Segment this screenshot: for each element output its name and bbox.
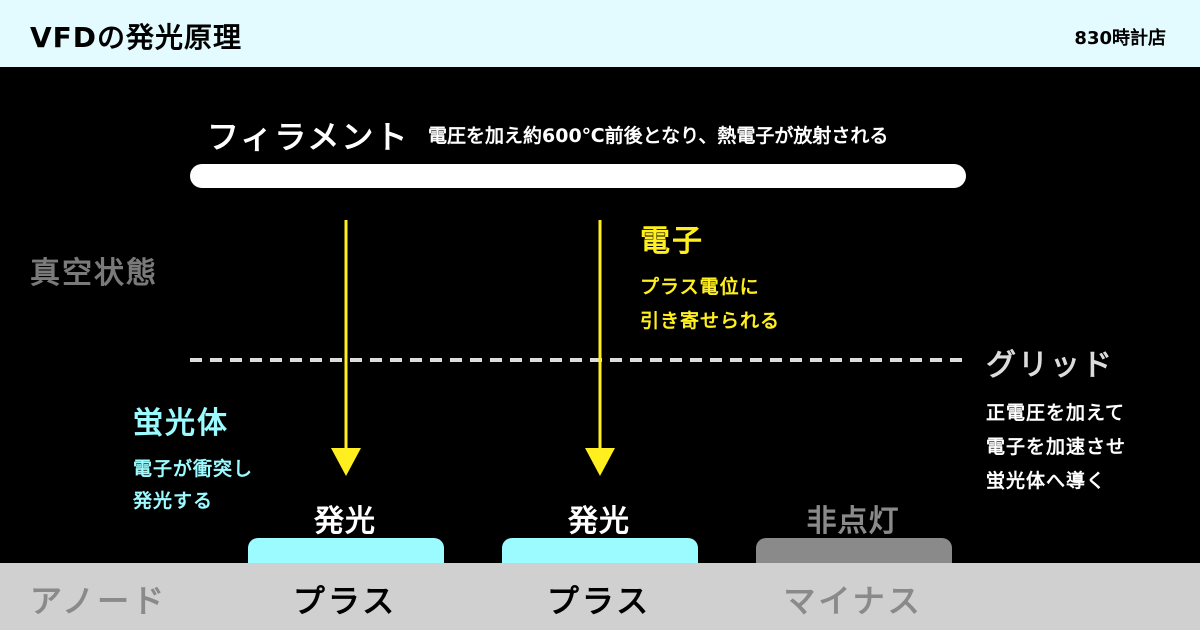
grid-desc-line-3: 蛍光体へ導く: [986, 470, 1107, 492]
header-bar: [0, 0, 1200, 67]
plate-1-polarity: プラス: [292, 582, 398, 620]
plate-2-polarity: プラス: [546, 582, 652, 620]
filament-label: フィラメント: [207, 118, 410, 156]
filament-bar: [190, 164, 966, 188]
anode-label: アノード: [30, 582, 168, 620]
plate-2-status: 発光: [568, 504, 630, 539]
electron-arrow-head-2: [585, 448, 615, 476]
page-title: VFDの発光原理: [30, 21, 243, 54]
plate-1-status: 発光: [314, 504, 376, 539]
filament-description: 電圧を加え約600℃前後となり、熱電子が放射される: [428, 125, 889, 147]
grid-title: グリッド: [986, 348, 1114, 383]
electron-title: 電子: [640, 224, 704, 259]
grid-desc-line-1: 正電圧を加えて: [986, 402, 1126, 424]
brand-name: 830時計店: [1074, 28, 1166, 49]
electron-desc-line-1: プラス電位に: [640, 276, 760, 298]
grid-desc-line-2: 電子を加速させ: [986, 436, 1127, 458]
footer-bar: [0, 563, 1200, 630]
phosphor-desc-line-2: 発光する: [133, 490, 214, 512]
vacuum-label: 真空状態: [30, 256, 158, 291]
phosphor-desc-line-1: 電子が衝突し: [133, 458, 254, 480]
electron-arrow-head-1: [331, 448, 361, 476]
electron-desc-line-2: 引き寄せられる: [640, 310, 781, 332]
plate-3-polarity: マイナス: [783, 582, 923, 620]
phosphor-title: 蛍光体: [133, 406, 229, 441]
plate-3-status: 非点灯: [806, 504, 900, 539]
